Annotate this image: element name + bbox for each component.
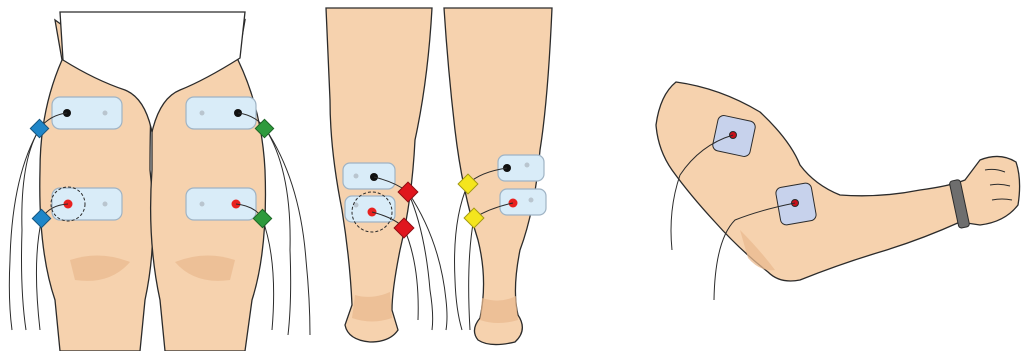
arm xyxy=(656,82,1020,281)
arm-panel xyxy=(656,82,1020,300)
pad-arm-upper xyxy=(712,114,757,157)
pad-right-lower xyxy=(186,188,256,220)
wire-right-extra xyxy=(265,128,310,335)
pad-right-calf-lower xyxy=(500,189,546,215)
pad-arm-lower xyxy=(775,182,817,226)
wire-left-extra xyxy=(9,128,40,330)
pad-left-calf-upper xyxy=(343,163,395,189)
pad-left-lower xyxy=(51,187,122,221)
thighs-panel xyxy=(9,12,310,351)
pad-left-upper xyxy=(52,97,122,129)
pad-right-upper xyxy=(186,97,256,129)
calves-panel xyxy=(326,8,552,345)
